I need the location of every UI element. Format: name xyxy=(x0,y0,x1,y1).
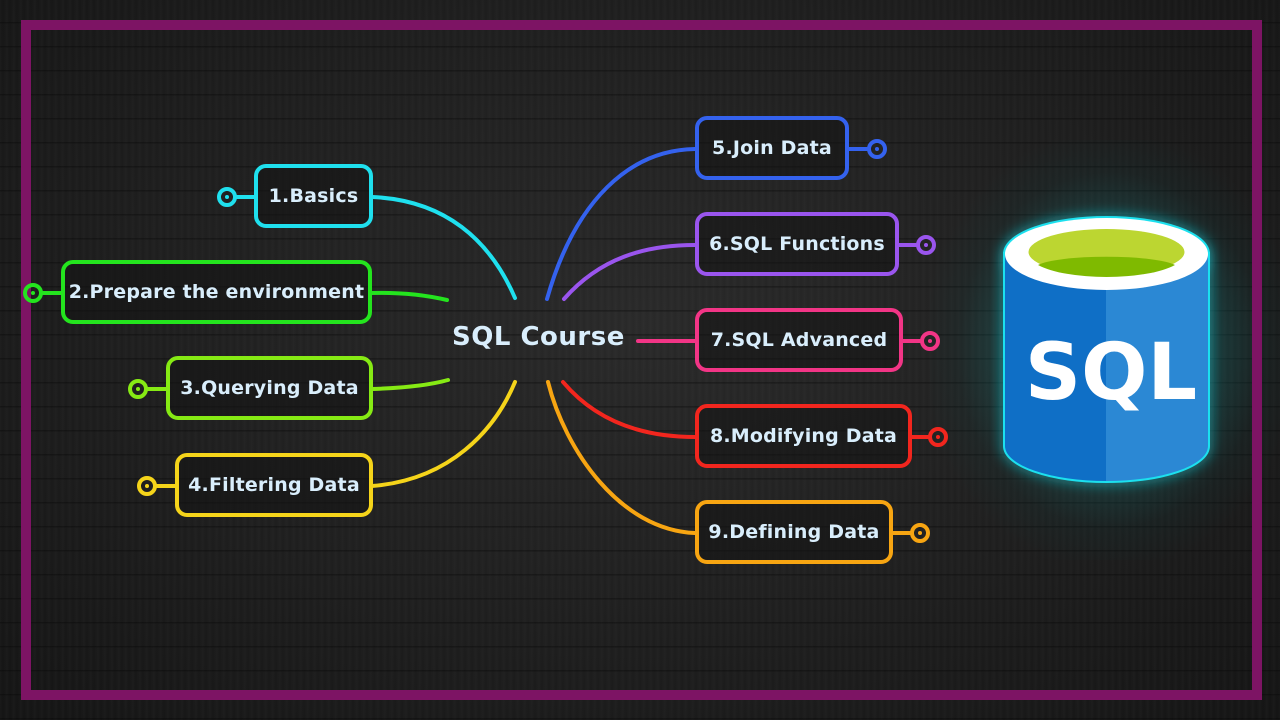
stub-6 xyxy=(897,243,919,247)
connector-9 xyxy=(546,380,697,535)
collapse-toggle-8[interactable] xyxy=(928,427,948,447)
sql-database-icon: SQL xyxy=(1003,216,1210,483)
connector-2 xyxy=(369,290,449,302)
topic-node-filtering-data[interactable]: 4.Filtering Data xyxy=(175,453,373,517)
collapse-toggle-3[interactable] xyxy=(128,379,148,399)
topic-label: 5.Join Data xyxy=(712,137,832,159)
central-topic: SQL Course xyxy=(452,322,625,352)
topic-label: 6.SQL Functions xyxy=(709,233,885,255)
topic-node-prepare-environment[interactable]: 2.Prepare the environment xyxy=(61,260,372,324)
topic-label: 2.Prepare the environment xyxy=(68,281,365,303)
stub-8 xyxy=(910,435,932,439)
collapse-toggle-6[interactable] xyxy=(916,235,936,255)
collapse-toggle-7[interactable] xyxy=(920,331,940,351)
topic-node-sql-functions[interactable]: 6.SQL Functions xyxy=(695,212,899,276)
stub-3 xyxy=(147,387,168,391)
topic-label: 9.Defining Data xyxy=(708,521,880,543)
connector-3 xyxy=(370,378,450,391)
stub-7 xyxy=(901,339,923,343)
topic-label: 3.Querying Data xyxy=(180,377,359,399)
collapse-toggle-9[interactable] xyxy=(910,523,930,543)
stub-9 xyxy=(891,531,913,535)
connector-5 xyxy=(545,147,697,301)
topic-label: 1.Basics xyxy=(268,185,359,207)
topic-node-modifying-data[interactable]: 8.Modifying Data xyxy=(695,404,912,468)
topic-node-sql-advanced[interactable]: 7.SQL Advanced xyxy=(695,308,903,372)
collapse-toggle-5[interactable] xyxy=(867,139,887,159)
connector-4 xyxy=(370,380,517,488)
topic-node-join-data[interactable]: 5.Join Data xyxy=(695,116,849,180)
topic-label: 8.Modifying Data xyxy=(709,425,898,447)
stub-5 xyxy=(847,147,869,151)
sql-logo-text: SQL xyxy=(1025,328,1197,418)
collapse-toggle-2[interactable] xyxy=(23,283,43,303)
collapse-toggle-4[interactable] xyxy=(137,476,157,496)
stub-2 xyxy=(42,291,63,295)
collapse-toggle-1[interactable] xyxy=(217,187,237,207)
topic-label: 4.Filtering Data xyxy=(188,474,360,496)
stub-4 xyxy=(156,484,177,488)
connector-6 xyxy=(562,243,697,301)
topic-label: 7.SQL Advanced xyxy=(710,329,888,351)
stub-1 xyxy=(236,195,256,199)
connector-8 xyxy=(561,380,697,439)
topic-node-defining-data[interactable]: 9.Defining Data xyxy=(695,500,893,564)
topic-node-querying-data[interactable]: 3.Querying Data xyxy=(166,356,373,420)
connector-1 xyxy=(370,195,517,300)
topic-node-basics[interactable]: 1.Basics xyxy=(254,164,373,228)
